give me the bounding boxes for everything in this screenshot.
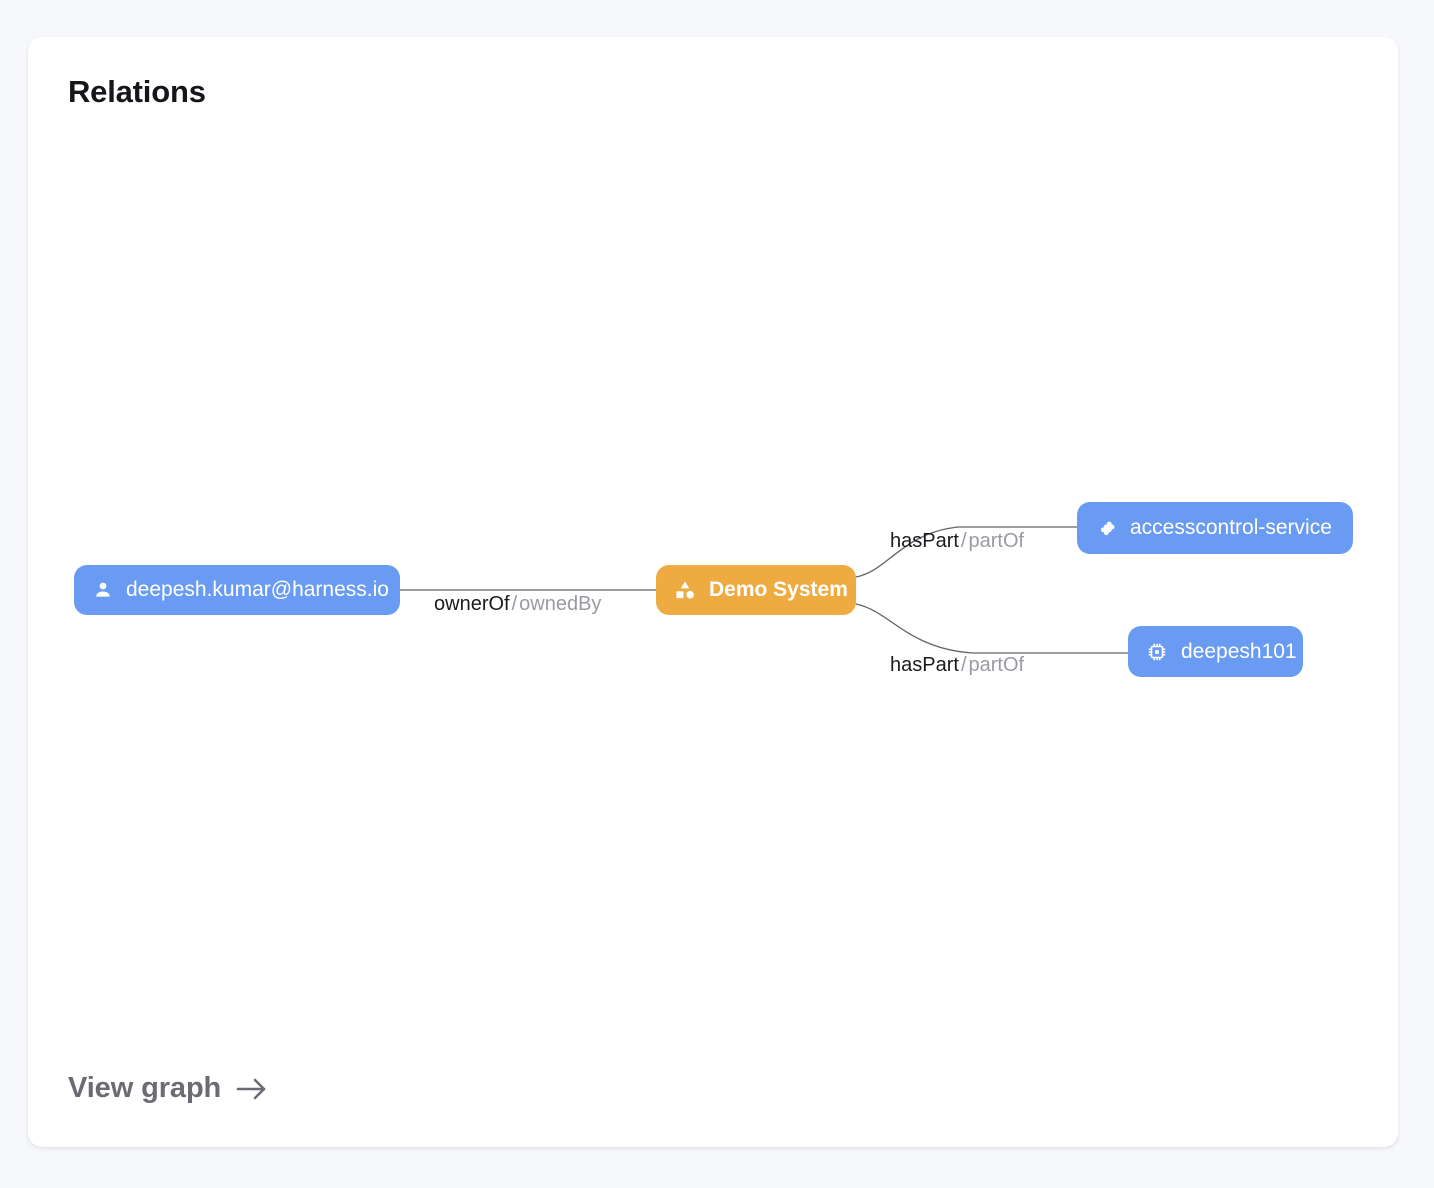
graph-node-user[interactable]: deepesh.kumar@harness.io bbox=[74, 565, 400, 615]
relation-forward: ownerOf bbox=[434, 593, 510, 615]
graph-node-label: deepesh101 bbox=[1181, 639, 1297, 663]
relation-separator: / bbox=[960, 654, 967, 676]
graph-node-accesscontrol-service[interactable]: accesscontrol-service bbox=[1077, 502, 1353, 554]
relation-reverse: partOf bbox=[968, 530, 1025, 552]
view-graph-link[interactable]: View graph bbox=[68, 1072, 269, 1105]
edge-label-ownerof: ownerOf/ownedBy bbox=[434, 594, 601, 614]
graph-node-label: Demo System bbox=[709, 578, 848, 601]
category-shapes-icon bbox=[674, 579, 696, 601]
edge-label-haspart-component: hasPart/partOf bbox=[890, 655, 1024, 675]
relation-reverse: partOf bbox=[968, 654, 1025, 676]
page-title: Relations bbox=[68, 74, 206, 109]
edge-label-haspart-service: hasPart/partOf bbox=[890, 531, 1024, 551]
graph-node-deepesh101[interactable]: deepesh101 bbox=[1128, 626, 1303, 677]
relation-forward: hasPart bbox=[890, 654, 959, 676]
relation-reverse: ownedBy bbox=[519, 593, 602, 615]
relation-separator: / bbox=[960, 530, 967, 552]
edge-line-haspart-component bbox=[855, 603, 1128, 654]
graph-node-label: deepesh.kumar@harness.io bbox=[126, 578, 389, 601]
graph-node-label: accesscontrol-service bbox=[1130, 516, 1332, 539]
relations-card: Relations deepesh.kumar@harness.io bbox=[28, 37, 1398, 1147]
view-graph-label: View graph bbox=[68, 1072, 222, 1104]
relations-graph[interactable]: deepesh.kumar@harness.io Demo System acc… bbox=[28, 37, 1398, 1147]
memory-chip-icon bbox=[1146, 641, 1168, 663]
relation-separator: / bbox=[511, 593, 518, 615]
person-icon bbox=[92, 579, 114, 601]
relation-forward: hasPart bbox=[890, 530, 959, 552]
arrow-right-icon bbox=[235, 1076, 269, 1102]
graph-node-system[interactable]: Demo System bbox=[656, 565, 856, 615]
puzzle-piece-icon bbox=[1095, 517, 1117, 539]
